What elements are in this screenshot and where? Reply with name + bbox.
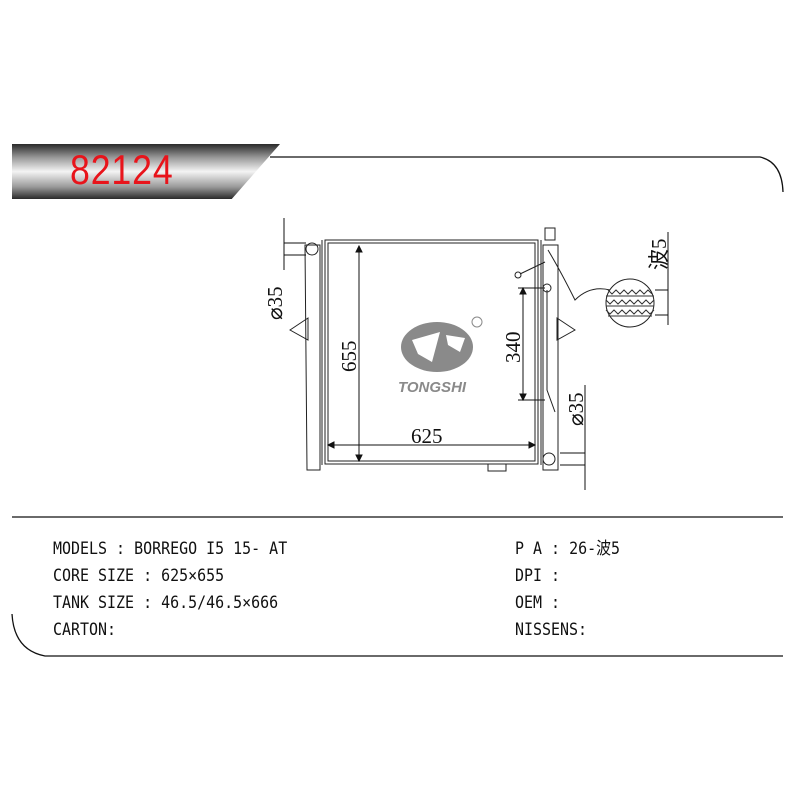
spec-oem: OEM : (515, 593, 570, 613)
width-dimension: 625 (411, 424, 443, 448)
fin-dimension: 波5 (647, 239, 671, 271)
pipe-distance-dimension: 340 (501, 332, 525, 364)
part-number: 82124 (70, 146, 174, 193)
spec-pa: P A : 26-波5 (515, 539, 621, 559)
dimension-lines (283, 218, 669, 490)
spec-nissens: NISSENS: (515, 620, 588, 640)
logo-text: TONGSHI (398, 379, 467, 396)
spec-core-size: CORE SIZE : 625×655 (53, 566, 225, 586)
outlet-diameter-dimension: ⌀35 (564, 392, 588, 426)
specs-left: MODELS : BORREGO I5 15- AT CORE SIZE : 6… (53, 536, 287, 644)
spec-tank-size: TANK SIZE : 46.5/46.5×666 (53, 593, 279, 613)
radiator-outline (289, 227, 611, 472)
height-dimension: 655 (337, 341, 361, 373)
spec-carton: CARTON: (53, 620, 117, 640)
tongshi-logo: TONGSHI (398, 316, 483, 396)
fin-detail-circle (605, 278, 655, 328)
divider-bottom (11, 613, 783, 657)
spec-dpi: DPI : (515, 566, 570, 586)
part-number-banner (12, 144, 280, 199)
inlet-diameter-dimension: ⌀35 (263, 286, 287, 320)
spec-models: MODELS : BORREGO I5 15- AT (53, 539, 288, 559)
specs-right: P A : 26-波5 DPI : OEM : NISSENS: (515, 536, 620, 644)
header-frame-line (270, 156, 784, 193)
